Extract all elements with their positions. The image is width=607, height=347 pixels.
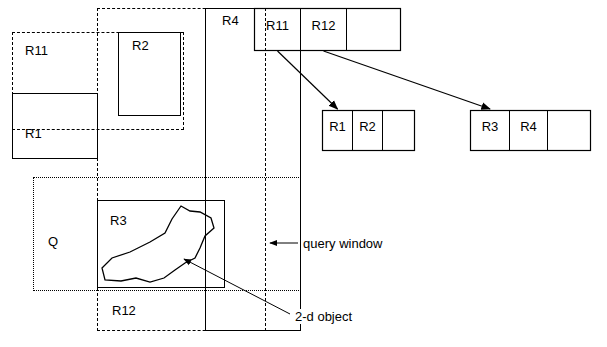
node-label: R2: [132, 38, 149, 53]
tree-entry: R1: [322, 110, 353, 151]
mbr-rectangle: R11 R2: [12, 32, 184, 130]
tree-leaf-node: [471, 111, 591, 151]
tree-entry: R11: [254, 8, 301, 51]
tree-root-node: [255, 9, 401, 51]
tree-pointer: [278, 51, 338, 109]
node-label: R4: [520, 119, 537, 134]
node-label: R2: [359, 119, 376, 134]
annotation-label: query window: [302, 236, 384, 251]
node-label: R11: [25, 43, 48, 58]
node-label: R1: [329, 119, 346, 134]
node-label: R3: [110, 213, 127, 228]
callout-arrow: [270, 243, 298, 244]
2-d-object-outline: [102, 206, 214, 282]
node-label: R12: [112, 303, 136, 318]
node-label: R12: [312, 18, 336, 33]
node-label: Q: [48, 234, 58, 249]
tree-entry: R12: [300, 8, 347, 51]
tree-leaf-node: [323, 111, 415, 151]
tree-entry: R4: [509, 110, 548, 151]
query-window: Q: [33, 177, 301, 291]
node-label: R1: [25, 126, 42, 141]
mbr-rectangle: R1: [12, 93, 98, 159]
mbr-rectangle: R12 R3: [97, 8, 266, 331]
node-label: R4: [222, 13, 239, 28]
mbr-rectangle: R4: [205, 8, 301, 331]
annotation-label: 2-d object: [294, 309, 353, 324]
node-label: R3: [482, 119, 499, 134]
mbr-rectangle: R2: [118, 32, 181, 116]
tree-entry: R3: [470, 110, 510, 151]
node-label: R11: [266, 18, 289, 33]
tree-entry: R2: [352, 110, 383, 151]
tree-pointer: [324, 51, 491, 109]
leader-line: [184, 259, 290, 314]
